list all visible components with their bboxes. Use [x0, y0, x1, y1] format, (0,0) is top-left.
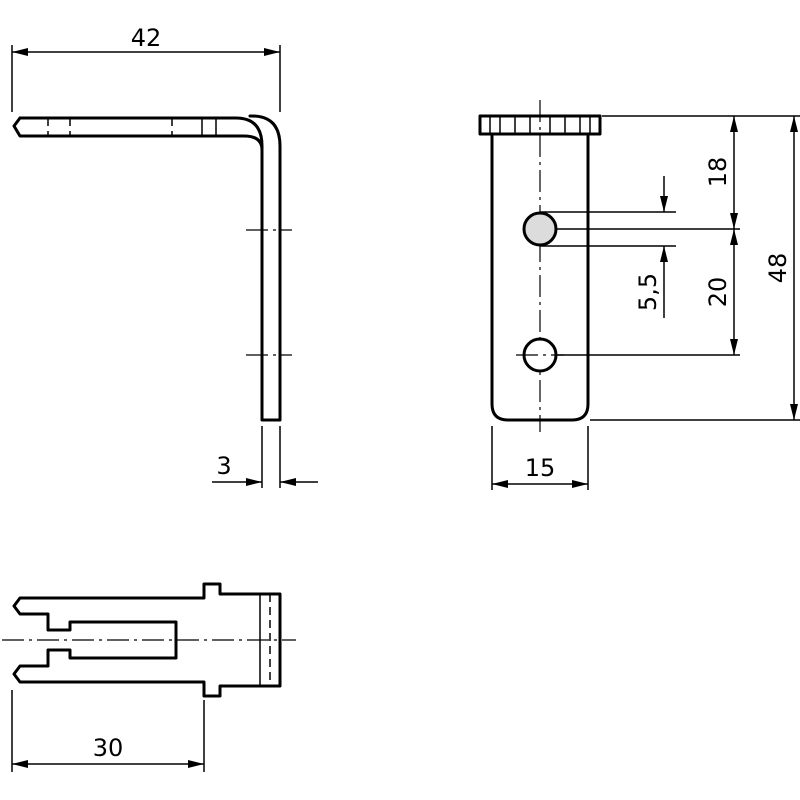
front-view: 18 20 48 5,5 15: [478, 100, 800, 490]
top-view: 30: [2, 582, 296, 772]
dim-slot-to-hole: 18: [704, 157, 732, 188]
front-flange: [478, 114, 602, 136]
side-view-outline: [12, 114, 282, 422]
arrow-head: [730, 229, 738, 245]
arrow-head: [730, 116, 738, 132]
dim-width-front: 15: [525, 454, 556, 482]
dim-hole-spacing: 20: [704, 277, 732, 308]
dim-total-height: 48: [764, 253, 792, 284]
arrow-head: [12, 48, 28, 56]
arrow-head: [12, 760, 28, 768]
dim-hole-diameter: 5,5: [634, 273, 662, 311]
arrow-head: [730, 213, 738, 229]
arrow-head: [660, 246, 668, 262]
mounting-hole: [522, 211, 558, 247]
arrow-head: [790, 404, 798, 420]
arrow-head: [660, 196, 668, 212]
arrow-head: [246, 478, 262, 486]
arrow-head: [572, 480, 588, 488]
dim-thickness: 3: [216, 452, 231, 480]
arrow-head: [492, 480, 508, 488]
arrow-head: [280, 478, 296, 486]
arrow-head: [188, 760, 204, 768]
arrow-head: [264, 48, 280, 56]
top-view-outline: [12, 582, 282, 698]
arrow-head: [730, 339, 738, 355]
arrow-head: [790, 116, 798, 132]
dim-slot-length: 30: [93, 734, 124, 762]
dim-width-top: 42: [131, 24, 162, 52]
side-view: 42 3: [11, 24, 318, 488]
